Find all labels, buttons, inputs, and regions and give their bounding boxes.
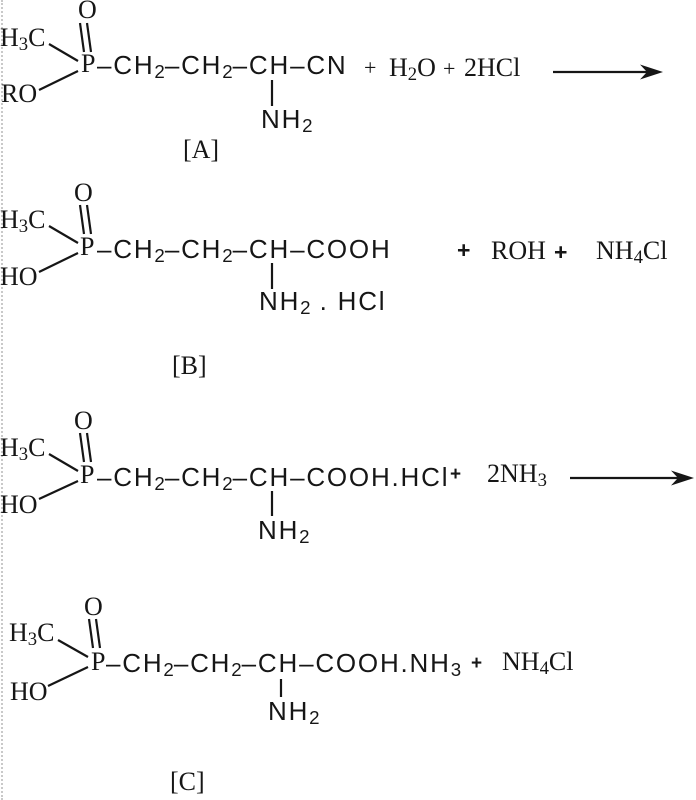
structure-b-methyl-p-bond bbox=[48, 225, 79, 244]
reaction-2-ammonium-chloride-label: NH4Cl bbox=[502, 647, 574, 679]
structure-b-hcl-p-o-double-bond-2 bbox=[85, 432, 93, 463]
reaction-1-ammonium-chloride-label: NH4Cl bbox=[596, 236, 668, 268]
reaction-1-arrow-head bbox=[640, 64, 663, 80]
structure-c-methyl-p-bond bbox=[57, 639, 89, 658]
reaction-1-hydrochloride-label: 2HCl bbox=[464, 53, 521, 82]
structure-b-hydroxy-label: HO bbox=[0, 262, 38, 291]
structure-a-methyl-label: H3C bbox=[0, 23, 46, 55]
structure-b-hcl-phosphorus-label: P bbox=[80, 460, 95, 489]
reaction-2-arrow-head bbox=[671, 470, 694, 486]
structure-a-alkoxy-p-bond bbox=[38, 70, 79, 91]
structure-b-label: [B] bbox=[172, 351, 207, 380]
reaction-1-product-plus-2: + bbox=[554, 239, 568, 265]
reaction-2-arrow-icon bbox=[570, 470, 694, 486]
reaction-2-plus: + bbox=[450, 464, 462, 485]
reaction-1-arrow-icon bbox=[553, 64, 663, 80]
structure-b-amine-hcl-label: NH2 . HCl bbox=[259, 286, 387, 318]
structure-c-methyl-label: H3C bbox=[9, 618, 55, 650]
structure-c-p-o-double-bond-2 bbox=[94, 618, 102, 649]
structure-b-hcl-amine-label: NH2 bbox=[258, 515, 310, 547]
structure-b-hcl-p-o-double-bond-1 bbox=[78, 432, 86, 463]
structure-b-hcl-methyl-label: H3C bbox=[0, 433, 46, 465]
structure-c-oxygen-label: O bbox=[84, 592, 103, 621]
structure-c-phosphorus-label: P bbox=[91, 647, 106, 676]
structure-a-p-o-double-bond-1 bbox=[78, 22, 86, 53]
reaction-1-product-plus-1: + bbox=[457, 237, 471, 263]
structure-b-oxygen-label: O bbox=[74, 178, 93, 207]
reaction-1-plus-1: + bbox=[364, 55, 377, 80]
structure-b-hydroxy-p-bond bbox=[38, 252, 79, 273]
structure-b-hcl-methyl-p-bond bbox=[48, 453, 79, 472]
structure-a-oxygen-label: O bbox=[78, 0, 97, 24]
structure-b-chain-formula: –CH2–CH2–CH–COOH bbox=[97, 234, 392, 266]
structure-a-phosphorus-label: P bbox=[81, 49, 96, 78]
structure-c-hydroxy-label: HO bbox=[10, 677, 48, 706]
reaction-1-alcohol-label: ROH bbox=[491, 236, 546, 265]
structure-b-hcl-oxygen-label: O bbox=[74, 406, 93, 435]
structure-b-hcl-hydroxy-label: HO bbox=[0, 490, 38, 519]
structure-c-p-o-double-bond-1 bbox=[87, 618, 95, 649]
reaction-1-water-label: H2O bbox=[389, 53, 436, 85]
reaction-2-product-plus: + bbox=[471, 653, 483, 674]
structure-a-label: [A] bbox=[183, 135, 220, 164]
structure-a-methyl-p-bond bbox=[48, 43, 79, 62]
reaction-2-ammonia-label: 2NH3 bbox=[487, 459, 547, 491]
structure-b-phosphorus-label: P bbox=[80, 232, 95, 261]
structure-a-p-o-double-bond-2 bbox=[85, 22, 93, 53]
structure-c-hydroxy-p-bond bbox=[47, 666, 89, 687]
structure-a-alkoxy-label: RO bbox=[1, 79, 38, 108]
structure-b-hcl-chain-formula: –CH2–CH2–CH–COOH.HCl bbox=[97, 462, 450, 494]
structure-a-chain-formula: –CH2–CH2–CH–CN bbox=[97, 50, 348, 82]
reaction-1-plus-2: + bbox=[443, 56, 456, 81]
structure-c-amine-label: NH2 bbox=[268, 696, 320, 728]
scan-edge-artifact bbox=[1, 0, 3, 800]
structure-a-amine-label: NH2 bbox=[261, 104, 313, 136]
structure-c-chain-formula: –CH2–CH2–CH–COOH.NH3 bbox=[106, 648, 462, 680]
structure-c-label: [C] bbox=[170, 767, 205, 796]
structure-b-hcl-hydroxy-p-bond bbox=[38, 480, 79, 500]
structure-b-p-o-double-bond-1 bbox=[78, 204, 86, 235]
structure-b-methyl-label: H3C bbox=[0, 205, 46, 237]
structure-b-p-o-double-bond-2 bbox=[85, 204, 93, 235]
